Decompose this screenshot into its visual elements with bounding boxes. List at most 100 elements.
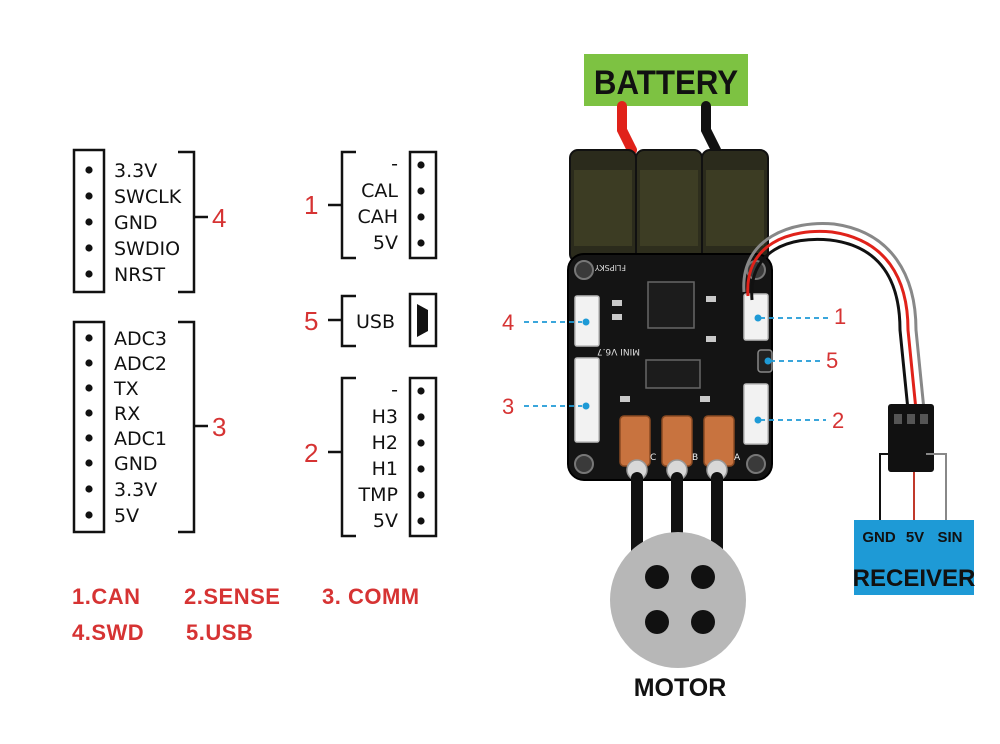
- can-outline-right: [424, 150, 438, 260]
- sense-pin-label: -: [391, 379, 398, 401]
- can-group-bracket: [340, 150, 356, 260]
- sense-pin-label: TMP: [358, 484, 398, 506]
- swd-pin-label: SWCLK: [114, 186, 182, 208]
- servo-plug-contact: [920, 414, 928, 424]
- mounting-hole: [574, 454, 594, 474]
- smd-component: [612, 300, 622, 306]
- swd-group-bracket: [178, 150, 196, 294]
- copper-busbar: [661, 415, 693, 467]
- board-silk-name: FLIPSKY: [595, 263, 626, 272]
- can-pin-label: CAL: [361, 180, 398, 202]
- receiver-cable-black: [750, 237, 910, 411]
- legend-item-sense: 2.SENSE: [184, 584, 280, 609]
- can-pin-dot: [417, 213, 425, 221]
- board-connector-comm: [574, 357, 600, 443]
- swd-outline-right: [84, 148, 106, 294]
- comm-pin-label: RX: [114, 403, 140, 425]
- board-connector-sense: [743, 383, 769, 445]
- mounting-hole: [574, 260, 594, 280]
- swd-pin-dot: [85, 192, 93, 200]
- can-connector: 1 - CAL CAH 5V: [304, 150, 438, 260]
- comm-outline-right: [84, 320, 106, 534]
- copper-busbar: [703, 415, 735, 467]
- callout-number-swd: 4: [502, 310, 514, 335]
- can-pin-dot: [417, 187, 425, 195]
- battery-block: BATTERY: [584, 54, 748, 155]
- can-pin-label: -: [391, 153, 398, 175]
- swd-pin-dot: [85, 218, 93, 226]
- comm-pin-dot: [85, 459, 93, 467]
- legend-item-swd: 4.SWD: [72, 620, 144, 645]
- swd-connector: 3.3V SWCLK GND SWDIO NRST 4: [72, 148, 226, 294]
- sense-group-bracket: [340, 376, 356, 538]
- capacitor-sleeve-print: [640, 170, 698, 246]
- battery-label-box: [584, 54, 748, 106]
- receiver-block: GND 5V SIN RECEIVER: [742, 221, 976, 595]
- board-callouts: 4 3 1 5 2: [502, 304, 846, 433]
- comm-pin-label: 3.3V: [114, 479, 157, 501]
- motor-block: MOTOR: [610, 532, 746, 702]
- motor-hole: [691, 565, 715, 589]
- swd-outline-left: [72, 148, 84, 294]
- comm-pin-label: ADC1: [114, 428, 167, 450]
- esc-board: FLIPSKY MINI V6.7 C B A: [567, 149, 773, 481]
- callout-dot: [582, 318, 590, 326]
- swd-pin-label: NRST: [114, 264, 165, 286]
- comm-pin-dot: [85, 434, 93, 442]
- swd-pin-label: 3.3V: [114, 160, 157, 182]
- comm-pin-dot: [85, 409, 93, 417]
- receiver-wire-sin: [926, 453, 947, 520]
- comm-pin-dot: [85, 384, 93, 392]
- receiver-cable-red: [746, 229, 918, 411]
- comm-pin-label: GND: [114, 453, 158, 475]
- callout-number-sense: 2: [832, 408, 844, 433]
- comm-connector: ADC3 ADC2 TX RX ADC1 GND 3.3V 5V 3: [72, 320, 226, 534]
- smd-component: [612, 314, 622, 320]
- swd-group-number: 4: [212, 203, 226, 233]
- comm-pin-dot: [85, 485, 93, 493]
- usb-group-bracket: [340, 294, 356, 348]
- servo-plug-contact: [907, 414, 915, 424]
- callout-dot: [754, 314, 762, 322]
- sense-pin-dot: [417, 517, 425, 525]
- motor-label: MOTOR: [634, 674, 727, 702]
- mcu-chip: [647, 281, 695, 329]
- sense-pin-label: H2: [372, 432, 398, 454]
- comm-pin-dot: [85, 334, 93, 342]
- battery-negative-wire: [701, 101, 721, 155]
- sense-pin-dot: [417, 439, 425, 447]
- can-pin-label: CAH: [357, 206, 398, 228]
- sense-pin-dot: [417, 465, 425, 473]
- driver-chip: [645, 359, 701, 389]
- comm-pin-label: ADC3: [114, 328, 167, 350]
- comm-pin-label: TX: [113, 378, 139, 400]
- phase-label: A: [734, 453, 741, 463]
- receiver-label: RECEIVER: [853, 565, 976, 592]
- receiver-pin-label: GND: [862, 529, 896, 546]
- sense-pin-dot: [417, 491, 425, 499]
- sense-pin-label: H3: [372, 406, 398, 428]
- sense-pin-dot: [417, 387, 425, 395]
- can-pin-dot: [417, 161, 425, 169]
- motor-hole: [645, 565, 669, 589]
- smd-component: [706, 336, 716, 342]
- comm-group-number: 3: [212, 412, 226, 442]
- comm-outline-left: [72, 320, 84, 534]
- sense-pin-label: 5V: [373, 510, 398, 532]
- receiver-box: [854, 520, 974, 595]
- sense-group-number: 2: [304, 438, 318, 468]
- smd-component: [706, 296, 716, 302]
- usb-port-icon: [417, 304, 428, 337]
- sense-connector: 2 - H3 H2 H1 TMP 5V: [304, 376, 438, 538]
- usb-label: USB: [356, 311, 395, 333]
- mounting-hole: [746, 454, 766, 474]
- servo-plug-contact: [894, 414, 902, 424]
- swd-pin-dot: [85, 244, 93, 252]
- usb-connector: 5 USB: [304, 292, 438, 348]
- can-group-number: 1: [304, 190, 318, 220]
- smd-component: [700, 396, 710, 402]
- callout-dot: [754, 416, 762, 424]
- motor-hole: [691, 610, 715, 634]
- motor-body: [610, 532, 746, 668]
